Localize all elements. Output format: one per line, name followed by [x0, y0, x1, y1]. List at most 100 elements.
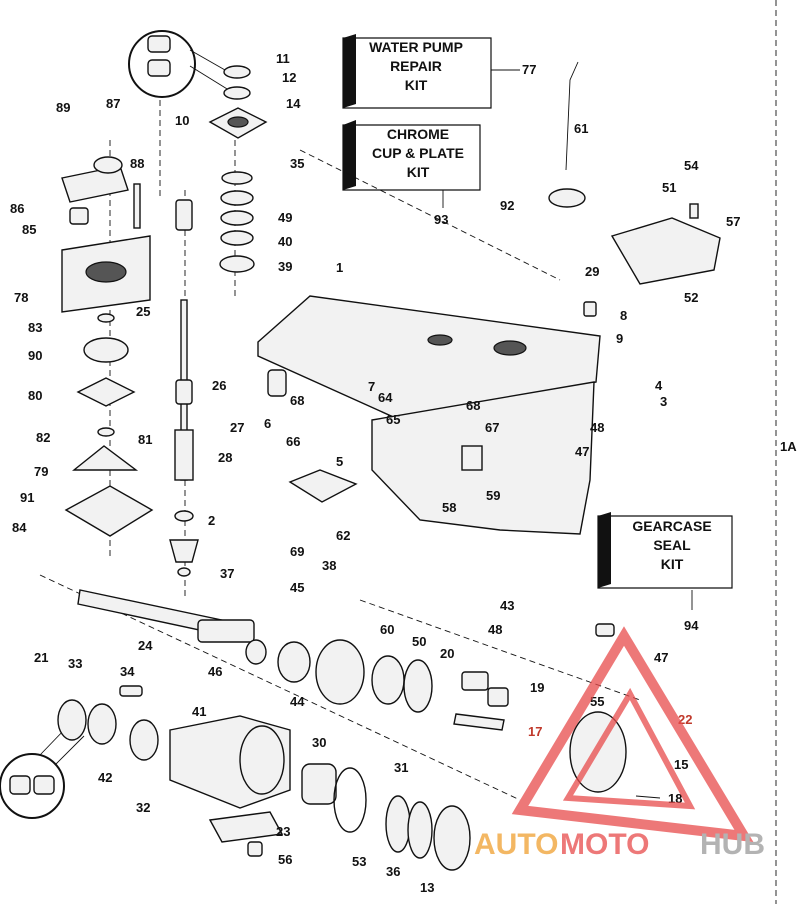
callout-number: 47: [654, 650, 668, 665]
callout-number: 41: [192, 704, 206, 719]
callout-number: 67: [485, 420, 499, 435]
callout-number: 57: [726, 214, 740, 229]
callout-number: 36: [386, 864, 400, 879]
callout-number: 78: [14, 290, 28, 305]
callout-number: 20: [440, 646, 454, 661]
axis-line: [39, 574, 521, 801]
callout-number: 26: [212, 378, 226, 393]
callout-number: 68: [290, 393, 304, 408]
callout-number: 8: [620, 308, 627, 323]
drive-shaft: [169, 199, 199, 577]
callout-number: 42: [98, 770, 112, 785]
callout-number: 9: [616, 331, 623, 346]
callout-number: 64: [378, 390, 393, 405]
callout-number: 49: [278, 210, 292, 225]
callout-number: 68: [466, 398, 480, 413]
callout-number: 47: [575, 444, 589, 459]
callout-number: 52: [684, 290, 698, 305]
callout-number: 53: [352, 854, 366, 869]
watermark-text-1: AUTO: [474, 828, 558, 861]
callout-number: 7: [368, 379, 375, 394]
kit-line: REPAIR: [390, 58, 442, 74]
callout-number: 91: [20, 490, 34, 505]
callout-number: 40: [278, 234, 292, 249]
callout-number: 38: [322, 558, 336, 573]
callout-number: 6: [264, 416, 271, 431]
detail-circle-top: [128, 30, 233, 98]
callout-number: 28: [218, 450, 232, 465]
kit-line: WATER PUMP: [369, 39, 463, 55]
callout-number: 50: [412, 634, 426, 649]
callout-number: 69: [290, 544, 304, 559]
callout-number: 35: [290, 156, 304, 171]
callout-number: 46: [208, 664, 222, 679]
watermark: AUTO MOTO HUB: [474, 626, 765, 861]
callout-number: 27: [230, 420, 244, 435]
callout-number: 56: [278, 852, 292, 867]
callout-number: 14: [286, 96, 301, 111]
axis-line: [299, 149, 561, 281]
callout-number: 32: [136, 800, 150, 815]
callout-number: 83: [28, 320, 42, 335]
water-pump-stack: [208, 65, 268, 273]
callout-number: 48: [488, 622, 502, 637]
callout-number: 45: [290, 580, 304, 595]
callout-number: 3: [660, 394, 667, 409]
kit-line: KIT: [407, 164, 430, 180]
callout-number: 62: [336, 528, 350, 543]
callout-number: 19: [530, 680, 544, 695]
gearcase-seal-kit-box: GEARCASE SEAL KIT 94: [597, 512, 733, 633]
kit-line: KIT: [405, 77, 428, 93]
callout-number: 51: [662, 180, 676, 195]
callout-number: 34: [120, 664, 135, 679]
callout-number: 25: [136, 304, 150, 319]
callout-number: 15: [674, 757, 688, 772]
callout-number: 92: [500, 198, 514, 213]
callout-number: 59: [486, 488, 500, 503]
callout-number: 90: [28, 348, 42, 363]
callout-number: 31: [394, 760, 408, 775]
chrome-cup-kit-box: CHROME CUP & PLATE KIT 93: [342, 120, 481, 227]
callout-number: 29: [585, 264, 599, 279]
callout-number: 33: [68, 656, 82, 671]
callout-number: 39: [278, 259, 292, 274]
callout-number: 44: [290, 694, 305, 709]
callout-number: 86: [10, 201, 24, 216]
kit-ref: 93: [434, 212, 448, 227]
callout-number: 80: [28, 388, 42, 403]
callout-number: 61: [574, 121, 588, 136]
callout-number: 60: [380, 622, 394, 637]
callout-number: 1: [336, 260, 343, 275]
callout-number: 17: [528, 724, 542, 739]
callout-number: 30: [312, 735, 326, 750]
callout-number: 88: [130, 156, 144, 171]
watermark-text-2: MOTO: [560, 828, 649, 861]
callout-number: 4: [655, 378, 663, 393]
callout-number: 65: [386, 412, 400, 427]
callout-number: 81: [138, 432, 152, 447]
callout-number: 13: [420, 880, 434, 895]
upper-right-parts: [548, 61, 721, 285]
callout-number: 24: [138, 638, 153, 653]
water-pump-kit-box: WATER PUMP REPAIR KIT 77: [342, 34, 536, 109]
callout-number: 21: [34, 650, 48, 665]
callout-number: 84: [12, 520, 27, 535]
callout-number: 82: [36, 430, 50, 445]
detail-circle-bottom: [0, 727, 85, 819]
kit-line: CUP & PLATE: [372, 145, 464, 161]
callout-number: 10: [175, 113, 189, 128]
callout-number: 23: [276, 824, 290, 839]
propshaft-assembly: [57, 589, 471, 871]
callout-number: 89: [56, 100, 70, 115]
sheet-id: 1A: [780, 439, 797, 454]
callout-number: 58: [442, 500, 456, 515]
callout-number: 2: [208, 513, 215, 528]
watermark-text-3: HUB: [700, 828, 765, 861]
kit-ref: 77: [522, 62, 536, 77]
callout-number: 85: [22, 222, 36, 237]
left-pump-assembly: [61, 156, 154, 537]
gearcase-housing: [257, 295, 601, 535]
callout-number: 87: [106, 96, 120, 111]
